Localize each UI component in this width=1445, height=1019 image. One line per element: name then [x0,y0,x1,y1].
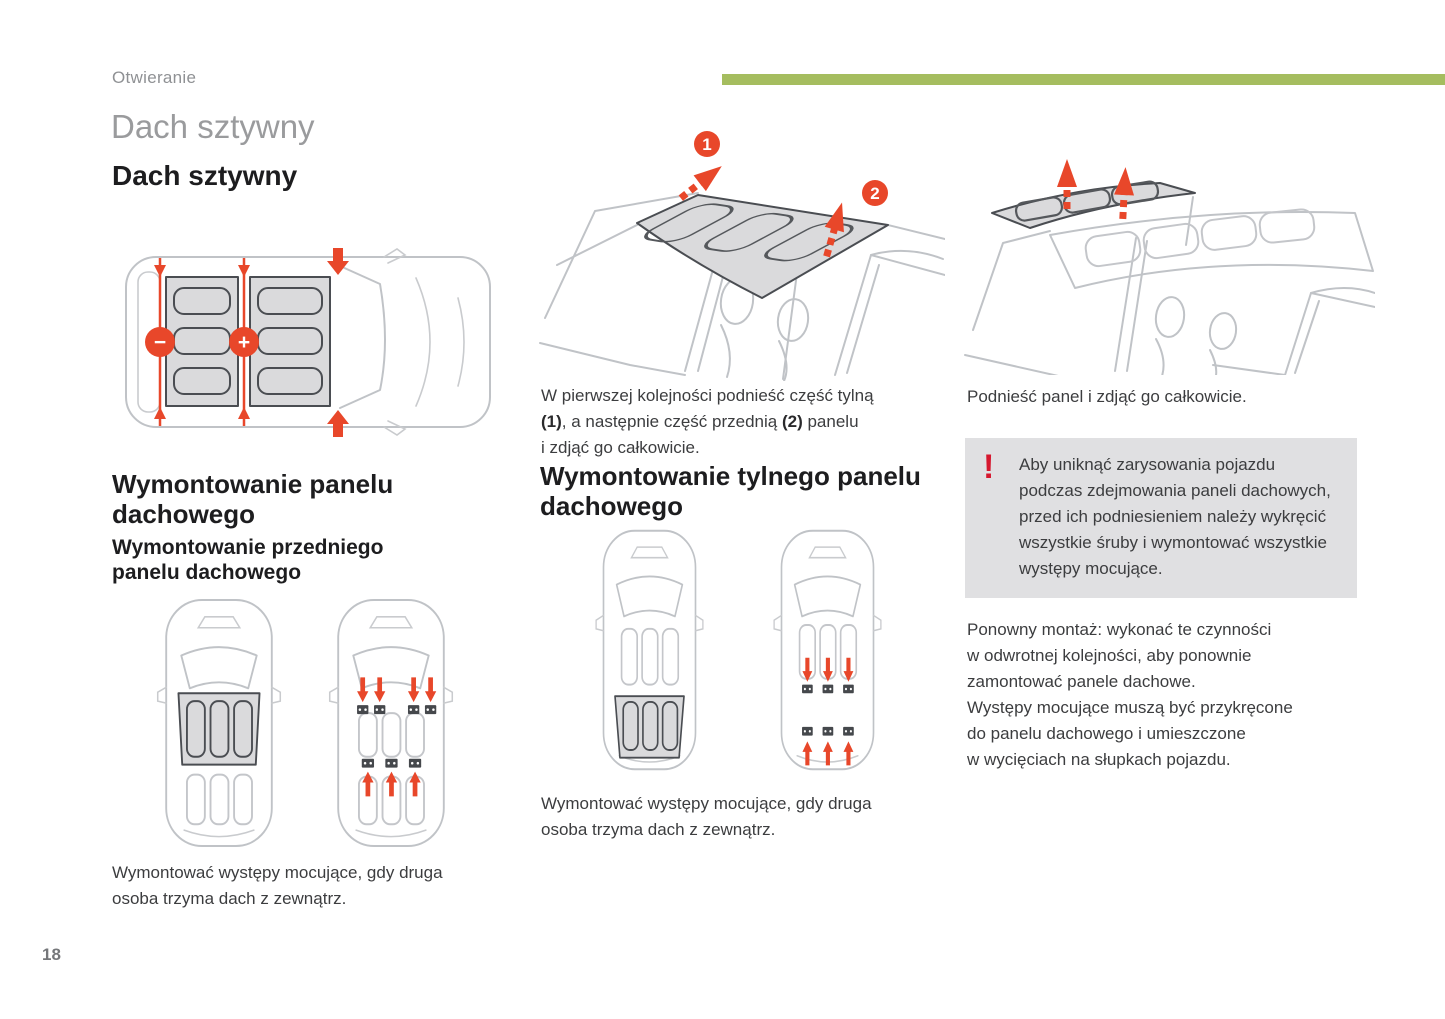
accent-bar [722,74,1445,85]
warning-text: Aby uniknąć zarysowania pojazdu podczas … [1019,455,1331,578]
svg-text:2: 2 [870,184,879,203]
lift-arrow-1 [678,166,722,201]
front-clips-down-arrows [357,677,437,715]
minus-icon: − [145,327,175,357]
mid-clips-up-arrows [361,758,422,797]
page-header: Otwieranie [112,68,197,87]
left-caption: Wymontować występy mocujące, gdy druga o… [112,863,443,908]
diagram-front-panel-location [156,598,282,848]
press-up-arrow-icon [327,410,349,437]
diagram-rear-panel-location [595,529,704,771]
reassembly-paragraph: Ponowny montaż: wykonać te czynności w o… [967,620,1293,769]
diagram-lift-rear-panel [964,159,1375,375]
subsection-title-front-panel: Wymontowanie przedniego panelu dachowego [112,536,384,584]
step-1-badge: 1 [694,131,720,157]
lift-arrow-right [1114,167,1135,220]
svg-text:1: 1 [702,135,711,154]
svg-text:−: − [154,331,166,354]
lift-arrow-2 [823,202,844,258]
warning-box: ! Aby uniknąć zarysowania pojazdu podcza… [965,438,1357,598]
warning-icon: ! [983,448,995,486]
page-number: 18 [42,945,61,964]
step-2-ref: (2) [781,412,803,431]
page-subtitle: Dach sztywny [112,160,298,191]
rear-clips-up-arrows [802,726,854,766]
svg-text:+: + [238,331,250,354]
lifted-front-panel [636,194,889,299]
mid-intro-paragraph: W pierwszej kolejności podnieść część ty… [541,386,874,457]
mid-clips-down-arrows [802,657,854,694]
section-title-panel-removal: Wymontowanie panelu dachowego [112,469,394,529]
press-down-arrow-icon [327,248,349,275]
diagram-roof-dimensions: − + [125,248,491,437]
section-title-rear-panel: Wymontowanie tylnego panelu dachowego [540,461,921,521]
step-2-badge: 2 [862,180,888,206]
diagram-rear-panel-clips [773,529,882,771]
plus-icon: + [229,327,259,357]
right-caption: Podnieść panel i zdjąć go całkowicie. [967,387,1247,406]
car-body-lines [964,196,1375,375]
lift-arrow-left [1057,159,1077,209]
mirror-top [383,248,407,264]
diagram-lift-front-panel: 1 2 [539,131,945,381]
page-title: Dach sztywny [111,108,315,145]
mirror-bottom [383,420,407,436]
mid-caption: Wymontować występy mocujące, gdy druga o… [541,794,872,839]
diagram-front-panel-clips [328,598,454,848]
step-1-ref: (1) [541,412,562,431]
